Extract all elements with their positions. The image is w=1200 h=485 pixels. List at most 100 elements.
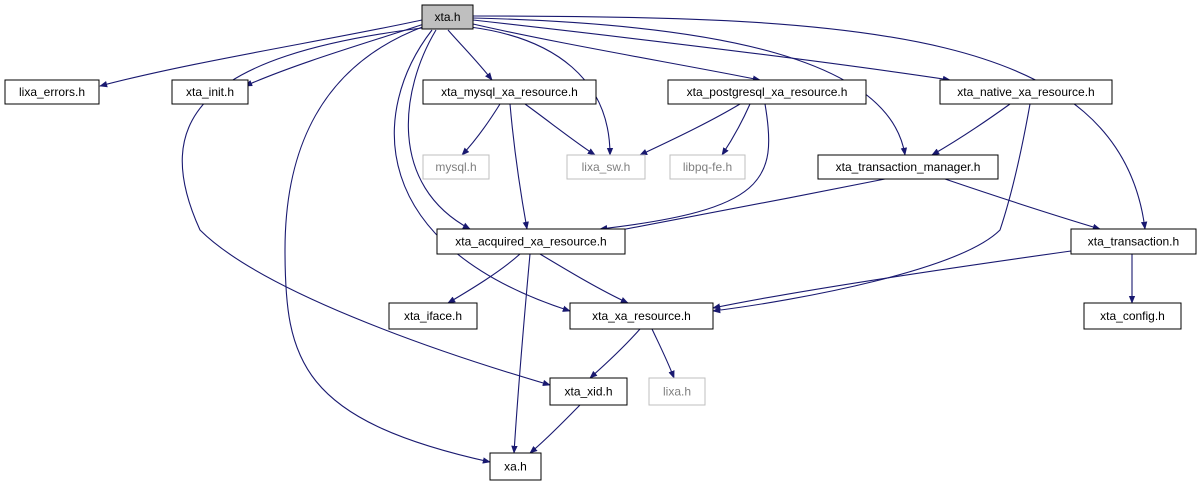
edge-xta-pg-to-lixa-sw: [639, 103, 741, 156]
node-label: xta_iface.h: [404, 309, 462, 323]
node-box: [171, 79, 249, 105]
edge-xta-to-xta-xid: [181, 27, 551, 387]
edges-layer: [99, 15, 1148, 464]
edge-line: [461, 103, 501, 156]
edge-line: [472, 15, 1148, 230]
node-box: [422, 79, 597, 105]
edge-line: [472, 17, 908, 156]
node-label: xta_config.h: [1100, 309, 1165, 323]
edge-line: [944, 178, 1101, 230]
node-label: xta_mysql_xa_resource.h: [441, 85, 578, 99]
edge-xta-xa-res-to-lixa: [651, 328, 675, 379]
edge-line: [244, 23, 425, 87]
edge-xta-acq-to-xta-xa-res: [539, 253, 629, 304]
edge-xta-pg-to-xta-acq: [599, 103, 770, 232]
edge-xta-to-xta-xa-res: [393, 29, 571, 312]
edge-xta-to-xa: [284, 25, 491, 464]
node-box: [648, 377, 706, 406]
node-box: [667, 79, 867, 105]
node-label: xta.h: [434, 10, 460, 24]
edge-xta-acq-to-xta-iface: [447, 253, 521, 304]
node-box: [489, 452, 542, 481]
node-box: [4, 79, 100, 105]
node-xta-transaction-manager-h[interactable]: xta_transaction_manager.h: [817, 154, 999, 180]
edge-xta-to-xta-init: [244, 23, 425, 87]
node-xta-transaction-h[interactable]: xta_transaction.h: [1070, 228, 1197, 255]
node-xta-acquired-xa-resource-h[interactable]: xta_acquired_xa_resource.h: [436, 228, 626, 255]
edge-xta-to-xta-native: [472, 19, 951, 83]
edge-xta-to-xta-trans: [472, 15, 1148, 230]
edge-xta-to-xta-mysql: [447, 29, 493, 81]
edge-xta-xid-to-xa: [529, 404, 581, 454]
edge-xta-to-xta-acq: [407, 29, 471, 230]
node-xta-xa-resource-h[interactable]: xta_xa_resource.h: [569, 302, 714, 330]
edge-line: [99, 19, 423, 88]
node-lixa-errors-h[interactable]: lixa_errors.h: [4, 79, 100, 105]
node-label: lixa_sw.h: [582, 160, 631, 174]
node-label: lixa_errors.h: [19, 85, 85, 99]
node-xta-iface-h[interactable]: xta_iface.h: [388, 302, 478, 330]
edge-line: [509, 103, 529, 230]
edge-xta-acq-to-xa: [511, 253, 531, 454]
edge-line: [589, 328, 641, 379]
nodes-layer: xta.h lixa_errors.h xta_init.h xta_mysql…: [4, 4, 1197, 481]
node-label: libpq-fe.h: [683, 160, 732, 174]
node-xta-mysql-xa-resource-h[interactable]: xta_mysql_xa_resource.h: [422, 79, 597, 105]
node-lixa-sw-h: lixa_sw.h: [566, 154, 646, 180]
edge-line: [529, 404, 581, 454]
edge-line: [447, 253, 521, 304]
edge-line: [511, 253, 531, 454]
edge-line: [539, 253, 629, 304]
node-mysql-h: mysql.h: [422, 154, 490, 180]
node-box: [1083, 302, 1182, 330]
edge-xta-to-lixa-sw: [469, 26, 614, 156]
edge-xta-tm-to-xta-acq: [599, 178, 886, 236]
node-xta-init-h[interactable]: xta_init.h: [171, 79, 249, 105]
node-label: xta_xid.h: [564, 385, 612, 399]
edge-line: [639, 103, 741, 156]
node-label: xta_postgresql_xa_resource.h: [687, 85, 848, 99]
edge-line: [181, 27, 551, 387]
node-xta-postgresql-xa-resource-h[interactable]: xta_postgresql_xa_resource.h: [667, 79, 867, 105]
edge-line: [469, 26, 614, 156]
node-label: lixa.h: [663, 385, 691, 399]
node-box: [421, 4, 474, 30]
edge-xta-to-xta-tm: [472, 17, 908, 156]
node-box: [549, 377, 628, 406]
edge-line: [931, 103, 1011, 156]
edge-xta-native-to-xta-xa-res: [712, 103, 1031, 314]
node-xta-h[interactable]: xta.h: [421, 4, 474, 30]
node-label: mysql.h: [435, 160, 476, 174]
node-xa-h[interactable]: xa.h: [489, 452, 542, 481]
edge-line: [524, 103, 596, 156]
edge-xta-xa-res-to-xta-xid: [589, 328, 641, 379]
edge-line: [407, 29, 471, 230]
edge-line: [284, 25, 491, 464]
node-xta-native-xa-resource-h[interactable]: xta_native_xa_resource.h: [939, 79, 1113, 105]
node-box: [388, 302, 478, 330]
edge-line: [472, 19, 951, 83]
node-box: [436, 228, 626, 255]
node-label: xta_xa_resource.h: [592, 309, 691, 323]
node-label: xa.h: [504, 460, 527, 474]
node-box: [566, 154, 646, 180]
edge-line: [393, 29, 571, 312]
node-box: [569, 302, 714, 330]
node-label: xta_native_xa_resource.h: [957, 85, 1094, 99]
edge-line: [599, 103, 770, 232]
edge-xta-tm-to-xta-trans: [944, 178, 1101, 230]
edge-xta-mysql-to-xta-acq: [509, 103, 529, 230]
edge-xta-mysql-to-mysql: [461, 103, 501, 156]
node-xta-xid-h[interactable]: xta_xid.h: [549, 377, 628, 406]
node-box: [669, 154, 746, 180]
node-label: xta_acquired_xa_resource.h: [455, 235, 606, 249]
edge-xta-to-xta-pg: [472, 23, 761, 82]
node-label: xta_transaction_manager.h: [836, 160, 981, 174]
node-box: [817, 154, 999, 180]
node-label: xta_transaction.h: [1088, 235, 1179, 249]
node-xta-config-h[interactable]: xta_config.h: [1083, 302, 1182, 330]
edge-xta-to-lixa-errors: [99, 19, 423, 88]
edge-line: [447, 29, 493, 81]
node-lixa-h: lixa.h: [648, 377, 706, 406]
